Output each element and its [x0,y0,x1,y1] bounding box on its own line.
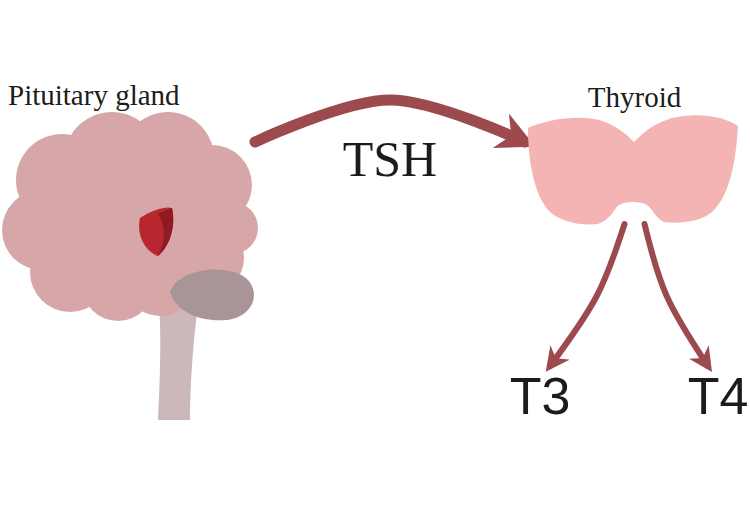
brain-lobe [60,145,200,285]
node-title: Thyroid [527,82,742,114]
brain-cerebrum [2,112,258,321]
edge-label: TSH [343,134,437,184]
brain-outline [5,80,255,425]
hormone-arrow [550,224,625,366]
node-title: Pituitary gland [8,80,180,112]
brain-node: Pituitary gland [5,80,255,425]
pituitary-gland [139,207,173,256]
hormone-label: T3 [500,368,580,425]
hormone-node: T3 [500,364,580,434]
cerebellum [170,270,254,321]
hormone-label: T4 [678,368,750,425]
hormone-arrow [645,224,709,366]
pituitary-shade [158,208,173,256]
hormone-node: T4 [678,364,750,434]
thyroid-node: Thyroid [527,80,742,230]
thyroid-gland [528,115,738,224]
